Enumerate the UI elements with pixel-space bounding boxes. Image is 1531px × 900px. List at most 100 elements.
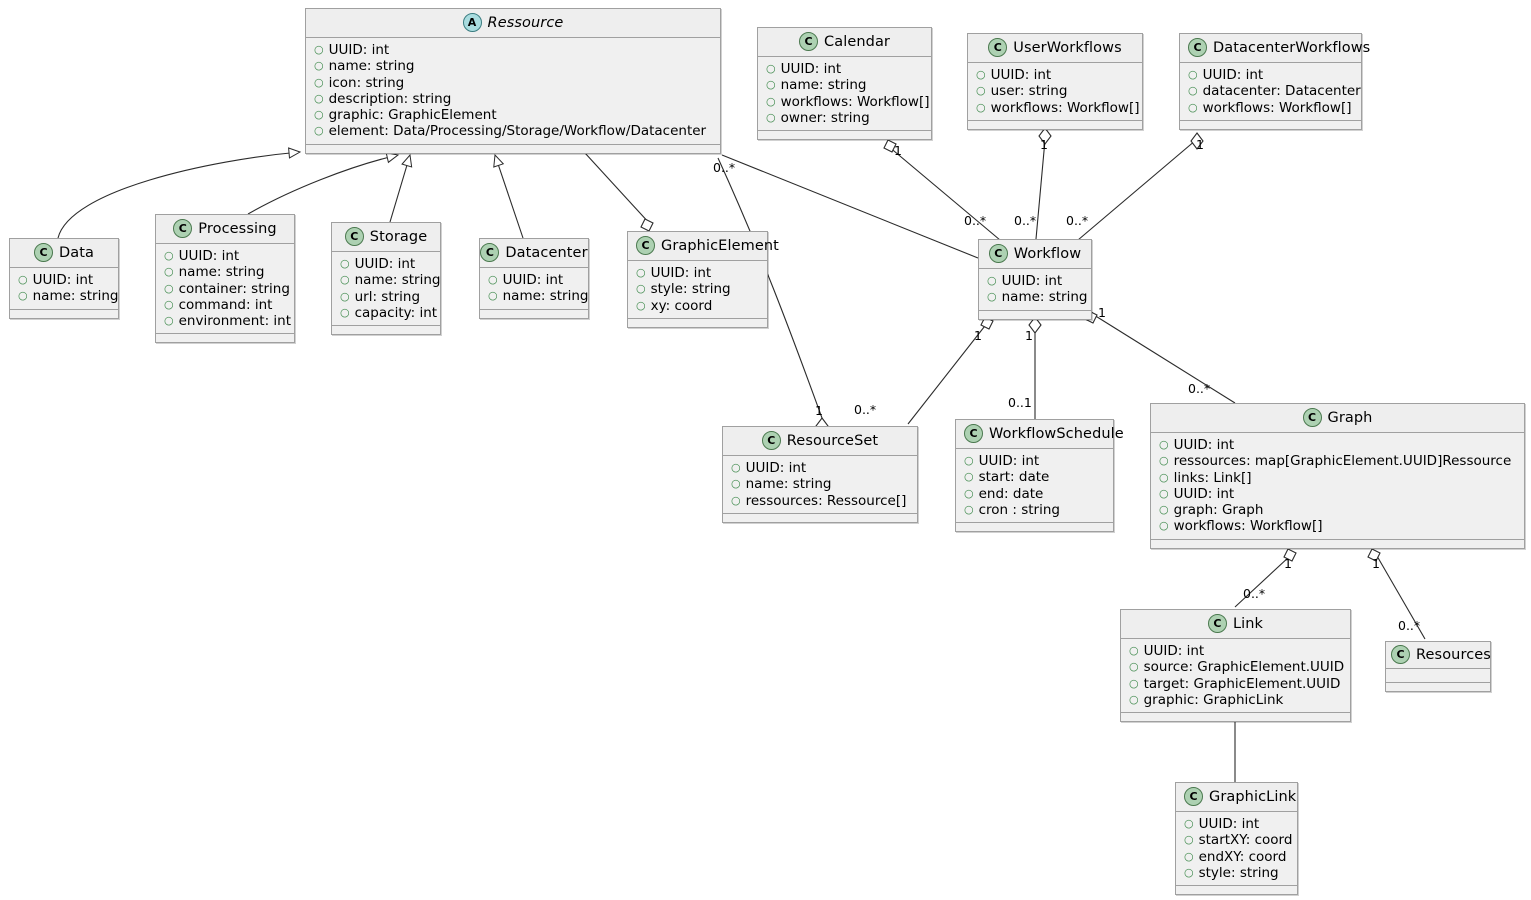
- visibility-marker: ○: [1184, 817, 1194, 830]
- class-icon: C: [173, 219, 193, 238]
- visibility-marker: ○: [164, 297, 174, 311]
- class-calendar[interactable]: C Calendar ○UUID: int ○name: string ○wor…: [757, 27, 932, 141]
- attribute-text: UUID: int: [650, 265, 712, 281]
- class-icon: C: [1188, 38, 1207, 57]
- class-storage[interactable]: C Storage ○UUID: int ○name: string ○url:…: [331, 222, 441, 336]
- attribute-row: ○capacity: int: [338, 305, 437, 321]
- attribute-row: ○ressources: map[GraphicElement.UUID]Res…: [1157, 453, 1518, 469]
- class-icon: C: [480, 243, 500, 262]
- class-userworkflows[interactable]: C UserWorkflows ○UUID: int ○user: string…: [967, 33, 1143, 130]
- attribute-compartment-data: ○UUID: int ○name: string: [10, 268, 119, 309]
- attribute-row: ○name: string: [162, 264, 288, 280]
- class-header-calendar: C Calendar: [758, 28, 931, 57]
- class-name-label: Graph: [1327, 409, 1373, 426]
- visibility-marker: ○: [314, 59, 324, 73]
- class-link[interactable]: C Link ○UUID: int ○source: GraphicElemen…: [1120, 609, 1351, 723]
- multiplicity-label: 0..*: [854, 402, 877, 417]
- method-compartment: [723, 512, 917, 522]
- class-icon: C: [988, 244, 1008, 263]
- attribute-row: ○UUID: int: [1157, 486, 1518, 502]
- attribute-text: startXY: coord: [1198, 832, 1293, 849]
- attribute-row: ○graphic: GraphicLink: [1127, 692, 1344, 708]
- attribute-row: ○UUID: int: [1127, 643, 1344, 659]
- attribute-text: name: string: [745, 476, 832, 493]
- class-icon: C: [33, 243, 53, 262]
- class-workflow[interactable]: C Workflow ○UUID: int ○name: string: [978, 239, 1092, 320]
- attribute-text: name: string: [780, 77, 867, 94]
- attribute-text: name: string: [1001, 289, 1088, 306]
- visibility-marker: ○: [1159, 486, 1169, 500]
- class-processing[interactable]: C Processing ○UUID: int ○name: string ○c…: [155, 214, 295, 344]
- class-icon: C: [761, 431, 781, 450]
- attribute-text: user: string: [990, 83, 1068, 100]
- class-datacenterworkflows[interactable]: C DatacenterWorkflows ○UUID: int ○datace…: [1179, 33, 1370, 130]
- class-ressource[interactable]: A Ressource ○UUID: int ○name: string ○ic…: [305, 8, 721, 154]
- visibility-marker: ○: [18, 289, 28, 303]
- attribute-compartment-processing: ○UUID: int ○name: string ○container: str…: [156, 244, 294, 334]
- attribute-compartment-workflowschedule: ○UUID: int ○start: date ○end: date ○cron…: [956, 449, 1113, 523]
- attribute-row: ○user: string: [974, 83, 1136, 99]
- visibility-marker: ○: [766, 110, 776, 124]
- multiplicity-label: 1: [1372, 556, 1380, 571]
- attribute-row: ○name: string: [985, 289, 1088, 306]
- attribute-text: command: int: [178, 296, 273, 313]
- abstract-class-icon: A: [462, 13, 482, 32]
- attribute-text: element: Data/Processing/Storage/Workflo…: [328, 123, 707, 140]
- multiplicity-label: 1: [1040, 137, 1048, 152]
- attribute-text: UUID: int: [328, 42, 390, 58]
- class-header-data: C Data: [10, 239, 118, 268]
- attribute-text: description: string: [328, 90, 452, 107]
- attribute-text: UUID: int: [502, 272, 564, 288]
- visibility-marker: ○: [314, 75, 324, 89]
- attribute-compartment-datacenterworkflows: ○UUID: int ○datacenter: Datacenter ○work…: [1180, 63, 1361, 120]
- class-name-label: Ressource: [487, 14, 564, 31]
- visibility-marker: ○: [766, 78, 776, 92]
- class-graphiclink[interactable]: C GraphicLink ○UUID: int ○startXY: coord…: [1175, 782, 1298, 896]
- class-icon: C: [1391, 645, 1410, 664]
- attribute-text: UUID: int: [32, 272, 94, 288]
- visibility-marker: ○: [164, 314, 174, 328]
- class-datacenter[interactable]: C Datacenter ○UUID: int ○name: string: [479, 238, 589, 319]
- class-header-graph: C Graph: [1151, 404, 1524, 433]
- class-graphicelement[interactable]: C GraphicElement ○UUID: int ○style: stri…: [627, 231, 779, 328]
- attribute-text: target: GraphicElement.UUID: [1143, 675, 1341, 692]
- attribute-row: ○UUID: int: [962, 453, 1107, 469]
- attribute-compartment-workflow: ○UUID: int ○name: string: [979, 269, 1091, 310]
- attribute-row: ○xy: coord: [634, 298, 761, 314]
- attribute-row: ○ressources: Ressource[]: [729, 493, 911, 509]
- attribute-row: ○UUID: int: [729, 460, 911, 476]
- class-resourceset[interactable]: C ResourceSet ○UUID: int ○name: string ○…: [722, 426, 918, 523]
- class-name-label: Link: [1232, 615, 1264, 632]
- visibility-marker: ○: [1184, 849, 1194, 863]
- attribute-text: datacenter: Datacenter: [1202, 83, 1361, 100]
- class-name-label: Calendar: [823, 33, 890, 50]
- visibility-marker: ○: [1159, 454, 1169, 468]
- class-header-graphiclink: C GraphicLink: [1176, 783, 1297, 812]
- attribute-row: ○name: string: [312, 58, 714, 74]
- attribute-row: ○endXY: coord: [1182, 849, 1291, 865]
- attribute-text: links: Link[]: [1173, 469, 1252, 486]
- visibility-marker: ○: [340, 289, 350, 303]
- visibility-marker: ○: [314, 91, 324, 105]
- visibility-marker: ○: [1184, 865, 1194, 879]
- class-name-label: Storage: [369, 228, 428, 245]
- method-compartment: [968, 119, 1142, 129]
- class-icon: C: [798, 32, 818, 51]
- class-resources[interactable]: C Resources: [1385, 641, 1491, 692]
- attribute-text: UUID: int: [978, 453, 1040, 469]
- visibility-marker: ○: [1159, 519, 1169, 533]
- attribute-text: container: string: [178, 280, 290, 297]
- class-workflowschedule[interactable]: C WorkflowSchedule ○UUID: int ○start: da…: [955, 419, 1124, 533]
- class-header-link: C Link: [1121, 610, 1350, 639]
- attribute-row: ○graphic: GraphicElement: [312, 107, 714, 123]
- multiplicity-label: 0..*: [964, 213, 987, 228]
- attribute-row: ○UUID: int: [16, 272, 112, 288]
- multiplicity-label: 1: [1284, 556, 1292, 571]
- multiplicity-label: 1: [1098, 305, 1106, 320]
- class-graph[interactable]: C Graph ○UUID: int ○ressources: map[Grap…: [1150, 403, 1525, 549]
- attribute-text: workflows: Workflow[]: [1173, 518, 1323, 535]
- class-data[interactable]: C Data ○UUID: int ○name: string: [9, 238, 119, 319]
- attribute-compartment-ressource: ○UUID: int ○name: string ○icon: string ○…: [306, 38, 720, 144]
- attribute-row: ○workflows: Workflow[]: [764, 94, 929, 110]
- class-icon: C: [1184, 787, 1203, 806]
